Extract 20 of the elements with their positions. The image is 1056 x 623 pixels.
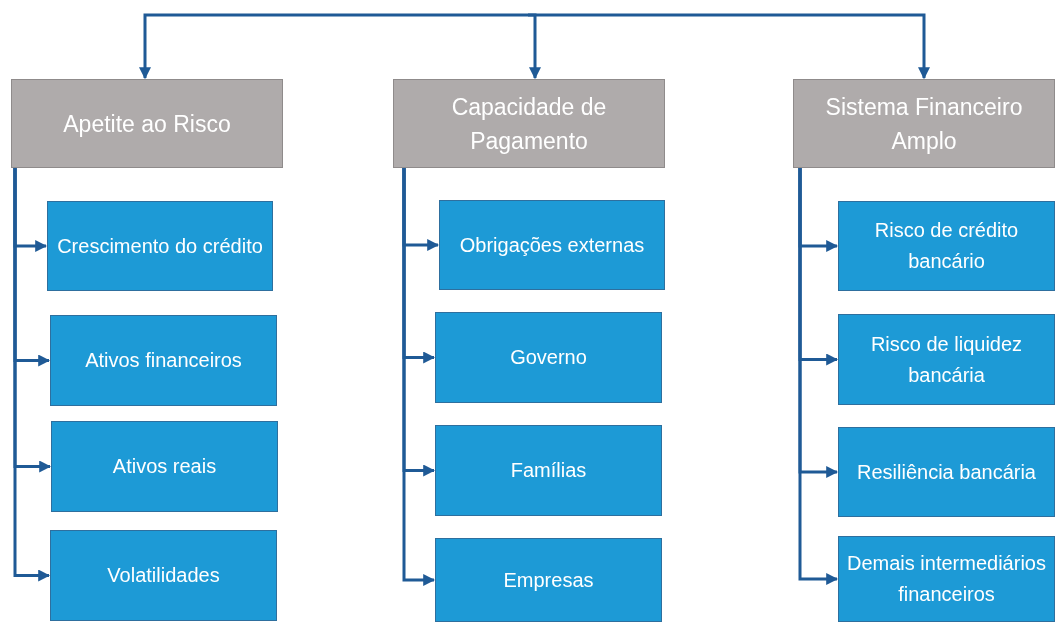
indicator-box: Ativos reais (51, 421, 278, 512)
indicator-box: Obrigações externas (439, 200, 665, 290)
indicator-box: Governo (435, 312, 662, 403)
indicator-box: Famílias (435, 425, 662, 516)
indicator-box: Demais intermediários financeiros (838, 536, 1055, 622)
connector-arrow (13, 168, 51, 582)
category-box: Apetite ao Risco (11, 79, 283, 168)
indicator-box: Crescimento do crédito (47, 201, 273, 291)
indicator-box: Volatilidades (50, 530, 277, 621)
indicator-box: Risco de liquidez bancária (838, 314, 1055, 405)
connector-arrow (528, 13, 930, 80)
indicator-box: Ativos financeiros (50, 315, 277, 406)
indicator-box: Resiliência bancária (838, 427, 1055, 517)
indicator-box: Risco de crédito bancário (838, 201, 1055, 291)
connector-arrow (402, 168, 436, 586)
connector-arrow (139, 13, 528, 80)
category-box: Capacidade de Pagamento (393, 79, 665, 168)
category-box: Sistema Financeiro Amplo (793, 79, 1055, 168)
indicator-box: Empresas (435, 538, 662, 622)
connector-arrow (798, 168, 839, 585)
